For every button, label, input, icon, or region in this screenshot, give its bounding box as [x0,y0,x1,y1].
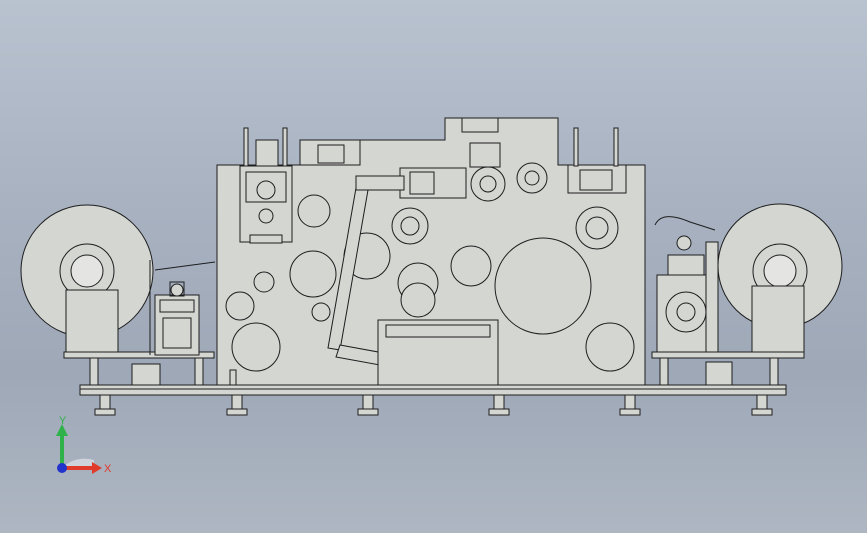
left-bearing-stand [154,281,200,356]
right-reel [651,203,843,386]
lower-housing [377,319,499,386]
right-tension-assembly [461,117,627,194]
left-reel [20,204,216,386]
y-axis-head [56,424,68,436]
plate-holes [225,194,635,372]
base-posts [194,357,237,386]
coordinate-triad: Y X [56,415,112,475]
x-axis-head [92,462,102,474]
z-axis-dot [57,463,67,473]
main-roller [397,237,592,335]
right-rewind-unit [654,216,719,355]
left-tension-assembly [239,127,293,244]
x-axis-label: X [104,463,112,475]
y-axis-label: Y [59,415,67,427]
base-rail [79,384,787,396]
leveling-feet [94,394,773,416]
